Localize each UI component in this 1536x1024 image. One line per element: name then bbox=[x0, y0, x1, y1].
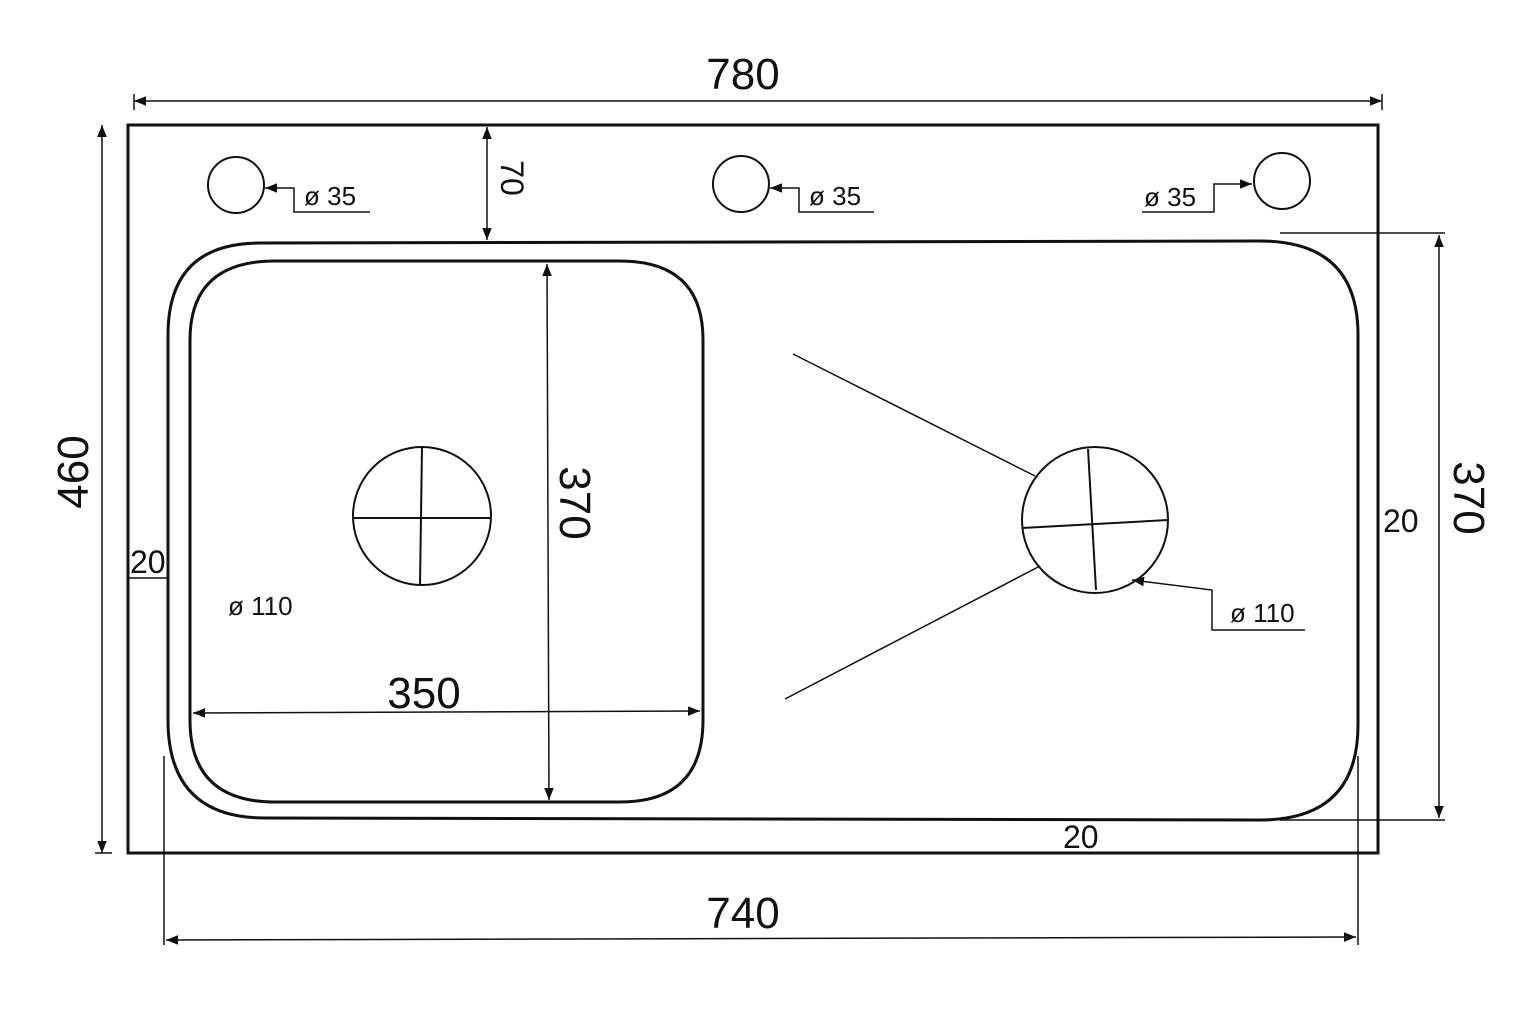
tap-hole-left-label: ø 35 bbox=[304, 181, 356, 211]
tap-hole-right-label: ø 35 bbox=[1144, 182, 1196, 212]
drainboard-groove-lower bbox=[784, 565, 1041, 700]
tap-hole-right bbox=[1253, 152, 1311, 210]
tap-hole-center-label: ø 35 bbox=[809, 181, 861, 211]
drain-right-label: ø 110 bbox=[1230, 598, 1295, 628]
drain-left bbox=[352, 446, 492, 586]
tap-hole-center bbox=[712, 155, 770, 213]
drain-right bbox=[1021, 446, 1169, 594]
drainboard-groove-upper bbox=[792, 353, 1036, 477]
overall-width-label: 780 bbox=[706, 50, 779, 99]
inner-width-label: 740 bbox=[706, 889, 779, 938]
tap-hole-left bbox=[207, 156, 265, 214]
bowl-height-label: 370 bbox=[550, 466, 599, 539]
margin-bottom-label: 20 bbox=[1063, 819, 1099, 855]
margin-right-label: 20 bbox=[1383, 503, 1419, 539]
sink-outline bbox=[126, 123, 1380, 855]
drain-left-label: ø 110 bbox=[228, 591, 293, 621]
drainboard-height-label: 370 bbox=[1444, 461, 1493, 534]
margin-left-label: 20 bbox=[130, 544, 166, 580]
bowl-width-label: 350 bbox=[387, 669, 460, 718]
tap-hole-offset-label: 70 bbox=[494, 160, 530, 196]
overall-height-label: 460 bbox=[49, 435, 98, 508]
sink-rim bbox=[166, 239, 1360, 822]
sink-bowl bbox=[188, 259, 705, 804]
